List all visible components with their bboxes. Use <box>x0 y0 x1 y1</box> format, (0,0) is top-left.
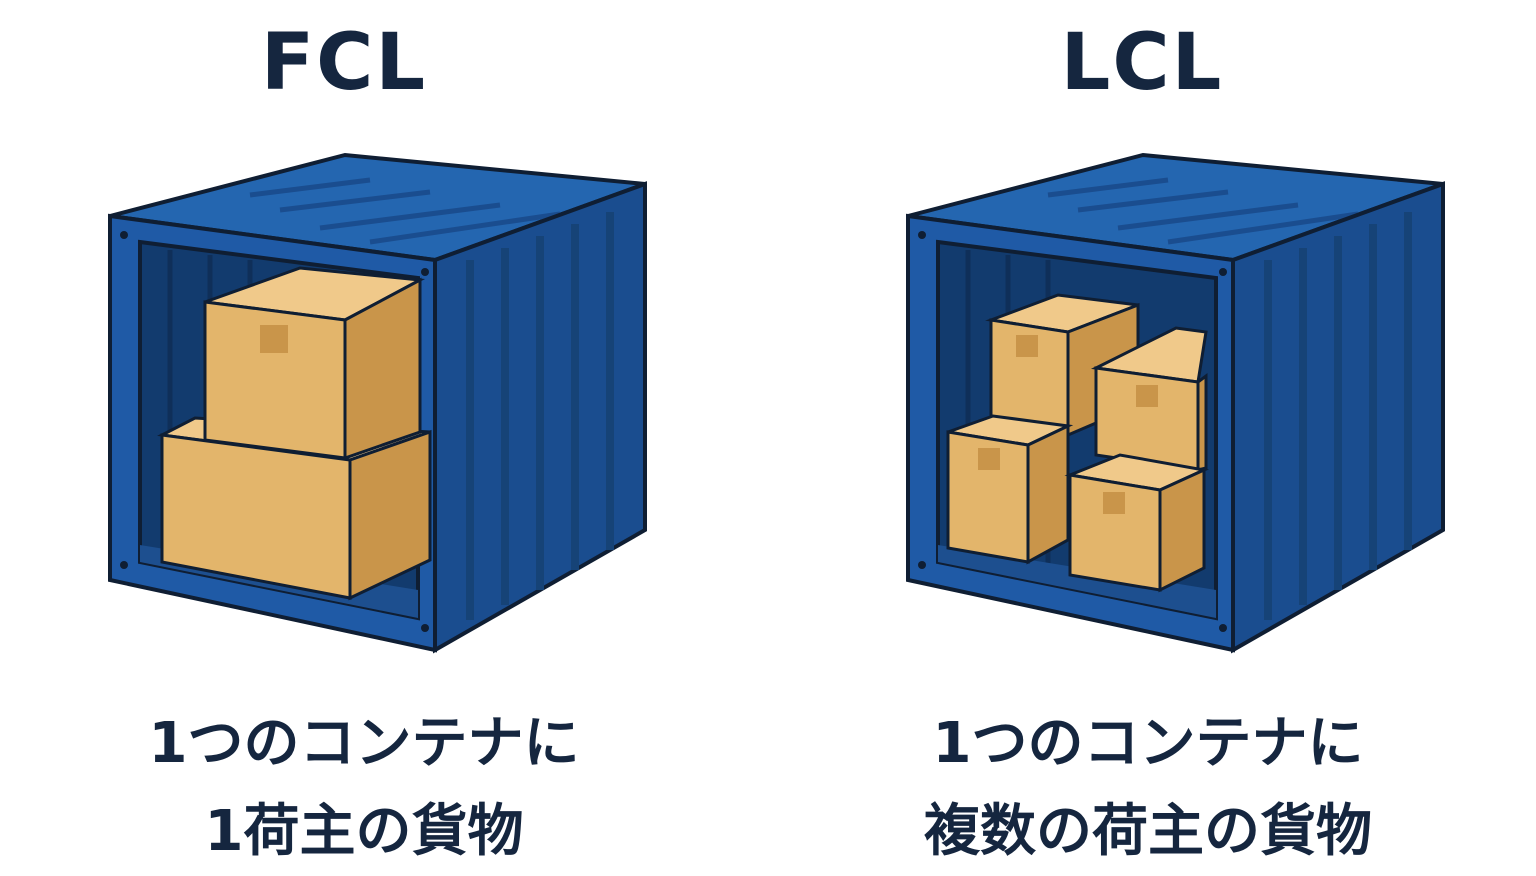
lcl-caption-line2: 複数の荷主の貨物 <box>924 799 1372 864</box>
lcl-caption: 1つのコンテナに 複数の荷主の貨物 <box>764 700 1532 876</box>
fcl-caption-line2: 1荷主の貨物 <box>204 799 524 864</box>
fcl-title: FCL <box>260 18 428 108</box>
fcl-caption: 1つのコンテナに 1荷主の貨物 <box>0 700 748 876</box>
lcl-container-illustration <box>906 152 1445 654</box>
lcl-caption-line1: 1つのコンテナに <box>932 711 1364 776</box>
fcl-container-illustration <box>108 152 647 654</box>
cargo-box-2 <box>1094 366 1200 472</box>
lcl-panel: LCL <box>768 0 1536 864</box>
fcl-panel: FCL <box>0 0 768 864</box>
lcl-title: LCL <box>1060 18 1224 108</box>
fcl-caption-line1: 1つのコンテナに <box>148 711 580 776</box>
